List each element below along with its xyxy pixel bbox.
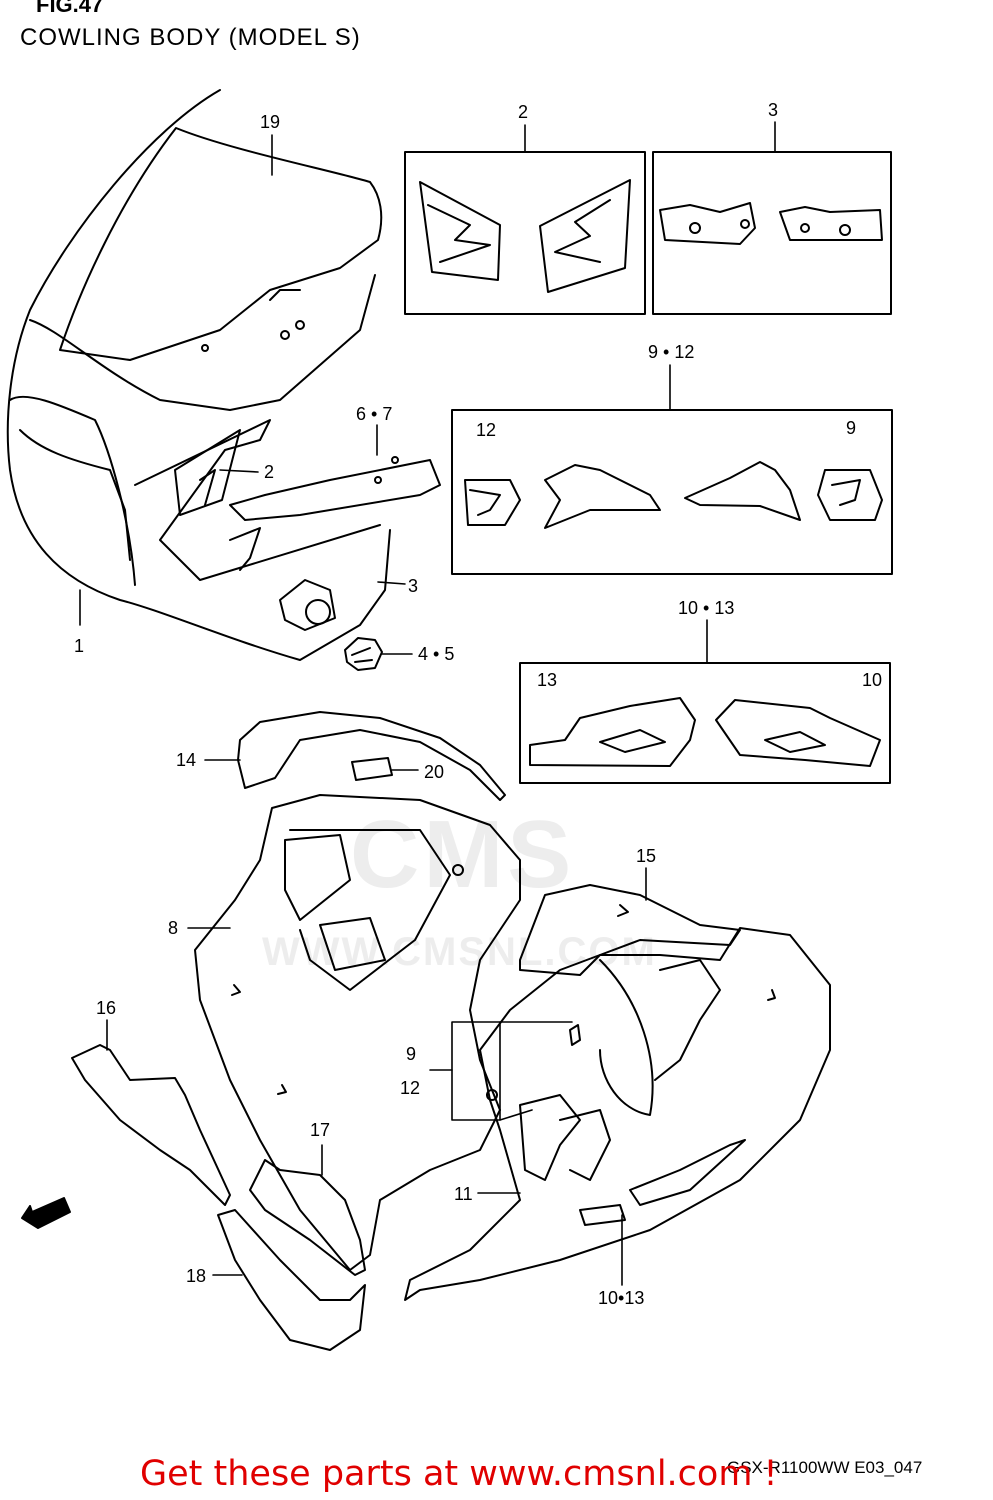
leader-lines: [79, 121, 776, 1286]
callout-c10-box: 10: [862, 670, 882, 690]
callout-c12-box: 12: [476, 420, 496, 440]
parts-ad-link[interactable]: Get these parts at www.cmsnl.com !: [140, 1454, 778, 1494]
part-16-inner-cover: [71, 1044, 231, 1206]
part-20-pad: [351, 757, 393, 781]
part-11-lower-cowl: [404, 927, 831, 1301]
watermark-brand: CMS: [350, 801, 576, 908]
box-part-3: [652, 151, 892, 315]
callout-c14: 14: [176, 750, 196, 770]
part-1-upper-cowl: [6, 89, 391, 661]
box-part-2: [404, 151, 646, 315]
callout-c20: 20: [424, 762, 444, 782]
box-part-10-13: [519, 662, 891, 784]
callout-c1: 1: [74, 636, 84, 656]
callout-c2-side: 2: [264, 462, 274, 482]
part-14-bracket: [237, 711, 506, 801]
callout-c18: 18: [186, 1266, 206, 1286]
callout-c19: 19: [260, 112, 280, 132]
figure-title: COWLING BODY (MODEL S): [20, 24, 361, 51]
callout-c10-13-low: 10•13: [598, 1288, 644, 1308]
part-18-under-cowl: [217, 1209, 366, 1351]
callout-c8: 8: [168, 918, 178, 938]
part-6-7-panel: [229, 456, 441, 521]
box-part-9-12: [451, 409, 893, 575]
callout-c9-12: 9 • 12: [648, 342, 694, 362]
callout-c13-box: 13: [537, 670, 557, 690]
callout-labels: 19 2 3 9 • 12 12 9 6 • 7 2 3 1 4 • 5 10 • 13 13 10 14 2…: [74, 100, 882, 1308]
callout-c6-7: 6 • 7: [356, 404, 392, 424]
part-8-side-cowl: [194, 794, 521, 1271]
callout-c2: 2: [518, 102, 528, 122]
callout-c9-box: 9: [846, 418, 856, 438]
callout-c10-13: 10 • 13: [678, 598, 734, 618]
callout-c12-low: 12: [400, 1078, 420, 1098]
drawing-code: GSX-R1100WW E03_047: [727, 1458, 923, 1477]
part-4-5-fastener: [344, 637, 383, 671]
part-15-inner-panel: [519, 884, 741, 976]
callout-c17: 17: [310, 1120, 330, 1140]
callout-c15: 15: [636, 846, 656, 866]
callout-c3-side: 3: [408, 576, 418, 596]
figure-number: FIG.47: [36, 0, 104, 17]
callout-c11: 11: [454, 1184, 473, 1204]
part-17-bracket: [249, 1159, 366, 1276]
callout-c9-low: 9: [406, 1044, 416, 1064]
callout-c3: 3: [768, 100, 778, 120]
callout-c16: 16: [96, 998, 116, 1018]
callout-c4-5: 4 • 5: [418, 644, 454, 664]
fwd-arrow-icon: [21, 1197, 71, 1229]
